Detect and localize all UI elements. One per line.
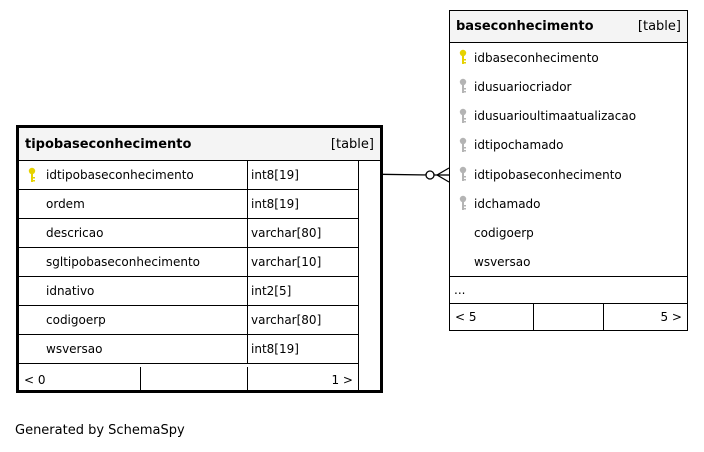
- table-header: baseconhecimento [table]: [450, 11, 687, 43]
- table-row: idusuariocriador: [450, 72, 687, 101]
- column-name: idchamado: [474, 196, 541, 211]
- table-row: idusuarioultimaatualizacao: [450, 102, 687, 131]
- column-name: idnativo: [19, 277, 248, 305]
- column-type: int2[5]: [251, 284, 292, 298]
- table-footer: < 5 5 >: [450, 304, 687, 330]
- footer-right: 1 >: [331, 373, 353, 387]
- crow-foot-lower: [436, 174, 450, 183]
- table-footer: < 0 1 >: [19, 367, 358, 393]
- column-name: codigoerp: [474, 226, 534, 241]
- footer-left: < 0: [19, 367, 141, 393]
- column-name: idusuariocriador: [474, 79, 572, 94]
- table-row: wsversao: [450, 248, 687, 277]
- column-name: idbaseconhecimento: [474, 50, 599, 65]
- ellipsis-row: ...: [450, 277, 687, 304]
- table-row: idbaseconhecimento: [450, 43, 687, 72]
- table-kind: [table]: [637, 19, 681, 34]
- column-name: codigoerp: [19, 306, 248, 334]
- table-tipobaseconhecimento[interactable]: tipobaseconhecimento [table] idtipobasec…: [16, 125, 383, 393]
- column-name: wsversao: [19, 335, 248, 363]
- column-name: idtipobaseconhecimento: [474, 167, 622, 182]
- ellipsis: ...: [454, 283, 466, 297]
- table-kind: [table]: [330, 136, 374, 152]
- column-type: varchar[80]: [251, 226, 322, 240]
- table-row: idchamado: [450, 189, 687, 218]
- column-name: idtipochamado: [474, 138, 564, 153]
- column-divider: [358, 161, 359, 393]
- column-name: wsversao: [474, 254, 531, 269]
- column-name: idtipobaseconhecimento: [19, 161, 248, 189]
- column-name: idusuarioultimaatualizacao: [474, 109, 637, 124]
- column-name: sgltipobaseconhecimento: [19, 248, 248, 276]
- footer-right: 5 >: [660, 310, 682, 324]
- table-name: baseconhecimento: [456, 19, 594, 34]
- generator-caption: Generated by SchemaSpy: [15, 423, 185, 438]
- column-name: descricao: [19, 219, 248, 247]
- column-type: varchar[10]: [251, 255, 322, 269]
- table-row: idtipochamado: [450, 131, 687, 160]
- footer-left: < 5: [450, 304, 534, 330]
- table-baseconhecimento[interactable]: baseconhecimento [table] idbaseconhecime…: [449, 10, 688, 331]
- column-name: ordem: [19, 190, 248, 218]
- column-type: int8[19]: [251, 342, 299, 356]
- column-type: int8[19]: [251, 197, 299, 211]
- table-header: tipobaseconhecimento [table]: [19, 128, 380, 161]
- table-row: codigoerp: [450, 219, 687, 248]
- table-row: idtipobaseconhecimento: [450, 160, 687, 189]
- column-type: varchar[80]: [251, 313, 322, 327]
- footer-spacer: [141, 367, 248, 393]
- footer-spacer: [534, 304, 604, 330]
- optional-circle: [425, 170, 435, 180]
- crow-foot-upper: [436, 167, 450, 176]
- table-name: tipobaseconhecimento: [25, 136, 192, 152]
- column-type: int8[19]: [251, 168, 299, 182]
